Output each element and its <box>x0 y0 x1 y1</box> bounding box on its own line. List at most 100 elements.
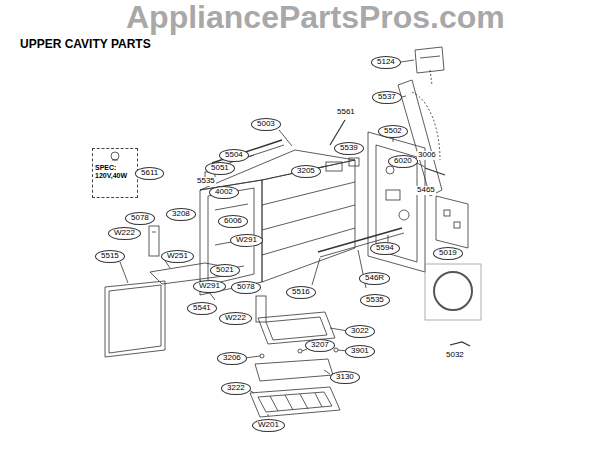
callout-number: 6020 <box>394 156 412 165</box>
bulb-base <box>112 160 118 161</box>
callout-oval: 5515 <box>95 250 125 263</box>
wire-part <box>450 342 470 346</box>
callout-oval: 3205 <box>291 165 321 178</box>
callout-number: 5021 <box>216 265 234 274</box>
callout-oval: 3901 <box>345 345 375 358</box>
panel-slot <box>386 190 400 200</box>
callout-number: 5502 <box>384 126 402 135</box>
callout-oval: W201 <box>252 419 285 432</box>
callout-oval: W251 <box>161 250 194 263</box>
callout-oval: 3222 <box>221 382 251 395</box>
callout-number: 5611 <box>141 168 158 177</box>
callout-oval: 3207 <box>305 339 335 352</box>
callout-number: 546R <box>365 273 384 282</box>
leader-line <box>324 370 330 374</box>
callout-number: W222 <box>114 228 135 237</box>
leader-line <box>120 262 128 283</box>
leader-line <box>268 414 269 416</box>
callout-number: 3207 <box>311 340 329 349</box>
callout-number: 5078 <box>131 213 149 222</box>
photo-frame <box>425 264 481 320</box>
callout-number: 5516 <box>292 287 310 296</box>
hatch <box>315 393 322 407</box>
callout-number: 3208 <box>172 209 190 218</box>
callout-oval: 5541 <box>187 302 217 315</box>
door-gasket <box>105 281 165 357</box>
callout-number: 5019 <box>439 248 457 257</box>
callout-number: 5032 <box>445 351 465 360</box>
bottom-tray <box>250 387 340 417</box>
plate-hole <box>454 222 460 228</box>
callout-number: 5465 <box>416 186 436 195</box>
callout-oval: 5019 <box>433 247 463 260</box>
callout-oval: 5051 <box>205 162 235 175</box>
bracket <box>326 162 342 171</box>
callout-oval: 5516 <box>286 286 316 299</box>
callout-oval: 5003 <box>251 118 281 131</box>
diagram-title: UPPER CAVITY PARTS <box>20 38 151 51</box>
callout-number: 5051 <box>211 163 229 172</box>
callout-oval: W291 <box>230 234 263 247</box>
callout-number: 5541 <box>193 303 211 312</box>
callout-number: 5124 <box>377 57 395 66</box>
hatch <box>300 394 308 409</box>
callout-oval: W291 <box>193 280 226 293</box>
leader-line <box>302 349 307 351</box>
callout-oval: 5021 <box>210 264 240 277</box>
cavity-top <box>200 150 355 190</box>
bottom-tray-inner <box>258 392 332 412</box>
callout-number: 3130 <box>336 372 354 381</box>
screw <box>334 348 338 352</box>
callout-oval: 3206 <box>217 352 247 365</box>
bulb <box>111 152 119 160</box>
callout-number: 5535 <box>196 177 216 186</box>
cavity-shelf <box>215 204 248 210</box>
spec-box: SPEC: 120V,40W <box>92 148 138 198</box>
leader-line <box>312 258 320 285</box>
callout-number: 5539 <box>340 143 358 152</box>
rod <box>330 120 345 145</box>
door-gasket-inner <box>109 285 161 353</box>
connector-block <box>415 47 444 73</box>
cavity-rib <box>262 205 355 230</box>
callout-number: 3222 <box>227 383 245 392</box>
callout-number: W201 <box>258 420 279 429</box>
leader-line <box>393 138 394 142</box>
panel-hole <box>399 210 409 220</box>
hinge-detail <box>152 232 156 233</box>
callout-number: 4002 <box>215 187 233 196</box>
callout-oval: 6006 <box>218 215 248 228</box>
callout-number: 5003 <box>257 119 275 128</box>
callout-number: 3205 <box>297 166 315 175</box>
wire <box>412 92 440 160</box>
leader-line <box>402 96 406 97</box>
callout-oval: 5535 <box>360 294 390 307</box>
callout-number: 3901 <box>351 346 369 355</box>
panel-hole <box>386 166 394 174</box>
side-plate <box>436 196 468 248</box>
leader-line <box>279 130 292 146</box>
callout-number: W222 <box>225 313 246 322</box>
callout-oval: 5594 <box>370 242 400 255</box>
callout-oval: 3130 <box>330 371 360 384</box>
callout-oval: 5078 <box>125 212 155 225</box>
leader-line <box>245 356 260 358</box>
wire <box>430 70 432 85</box>
rail <box>212 140 282 163</box>
watermark: AppliancePartsPros.com <box>126 1 505 33</box>
callout-number: 5537 <box>378 92 396 101</box>
callout-number: 5594 <box>376 243 394 252</box>
rail <box>318 228 402 252</box>
callout-number: 3206 <box>223 353 241 362</box>
callout-oval: 546R <box>359 272 390 285</box>
callout-number: 5561 <box>336 108 356 117</box>
callout-number: W251 <box>167 251 188 260</box>
tray-inner <box>266 317 327 340</box>
callout-number: 5535 <box>366 295 384 304</box>
callout-oval: 3022 <box>345 325 375 338</box>
spec-text: SPEC: 120V,40W <box>95 164 135 181</box>
callout-number: 6006 <box>224 216 242 225</box>
callout-number: 5078 <box>237 282 255 291</box>
